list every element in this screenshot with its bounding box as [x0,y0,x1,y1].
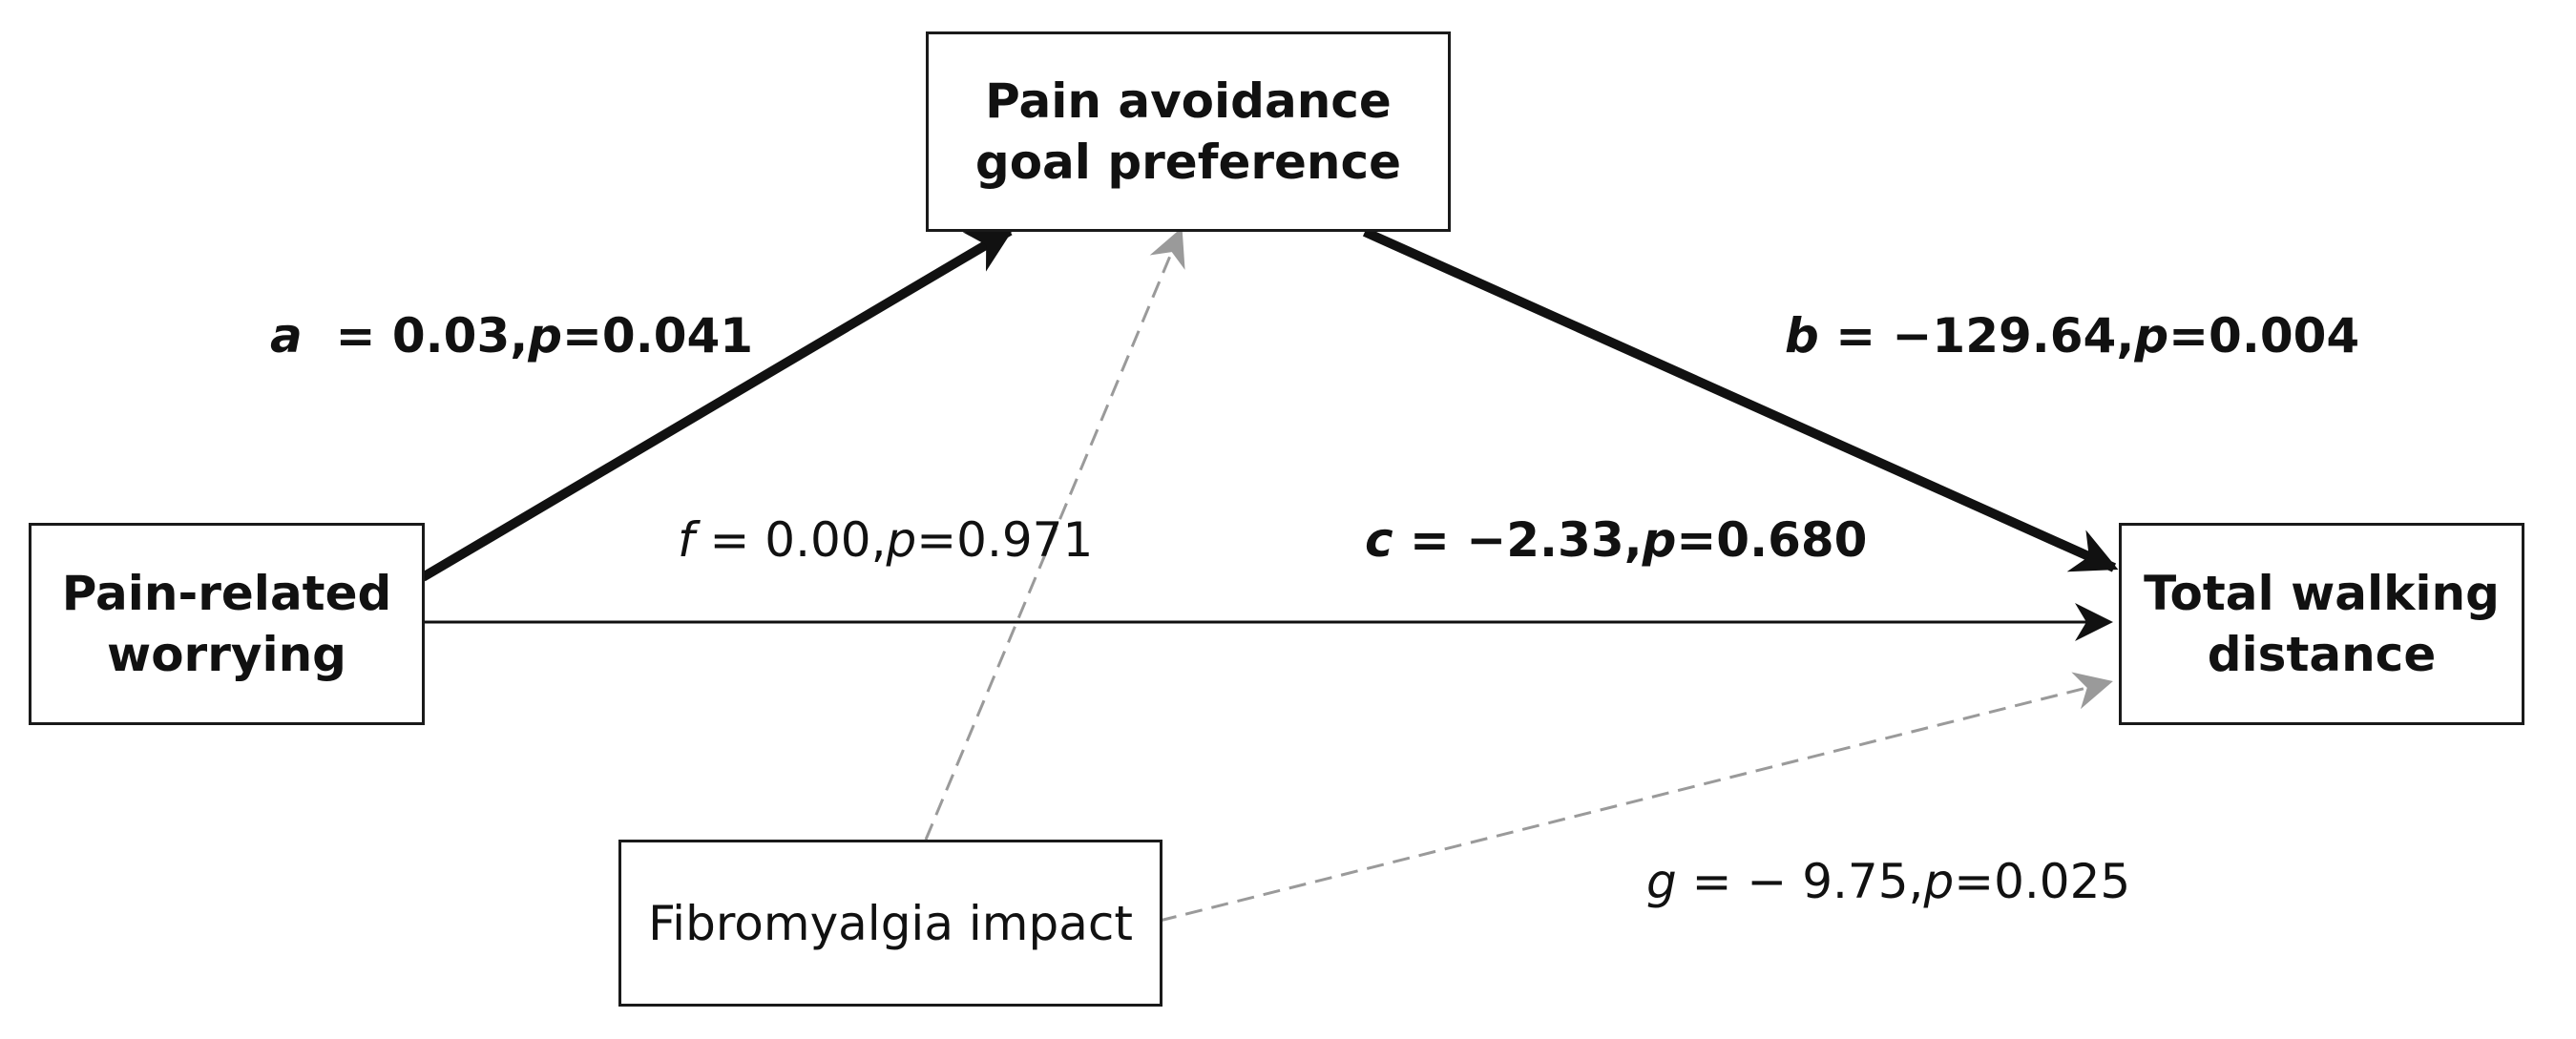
moderator-box: Fibromyalgia impact [618,840,1162,1007]
mediator-box: Pain avoidance goal preference [926,31,1451,232]
path-g-coef: = − 9.75, [1676,854,1924,909]
path-c-symbol: c [1365,512,1393,568]
predictor-line-1: Pain-related [61,566,392,621]
path-b-symbol: b [1785,308,1819,364]
path-c-p: =0.680 [1676,512,1868,568]
path-b-coef: = −129.64, [1818,308,2135,364]
mediator-line-1: Pain avoidance [985,73,1392,129]
path-a-symbol: a [270,308,303,364]
path-f-arrow [924,227,1185,841]
path-b-p-symbol: p [2134,308,2169,364]
path-g-symbol: g [1646,854,1677,909]
path-b-p: =0.004 [2168,308,2360,364]
path-b-label: b = −129.64,p=0.004 [1785,308,2359,364]
outcome-line-2: distance [2207,627,2437,682]
path-f-p-symbol: p [886,512,917,568]
path-f-coef: = 0.00, [694,512,887,568]
path-a-p: =0.041 [562,308,754,364]
path-a-coef: = 0.03, [302,308,529,364]
path-c-label: c = −2.33,p=0.680 [1365,512,1867,568]
path-c-p-symbol: p [1642,512,1677,568]
path-b-arrow [1362,227,2119,572]
predictor-line-2: worrying [107,627,346,682]
path-g-p: =0.025 [1954,854,2131,909]
mediator-line-2: goal preference [974,135,1402,190]
path-a-p-symbol: p [528,308,563,364]
path-a-label: a = 0.03,p=0.041 [270,308,753,364]
path-g-label: g = − 9.75,p=0.025 [1646,854,2130,909]
path-g-arrow [1159,672,2113,923]
path-a-arrow [420,226,1015,582]
path-g-p-symbol: p [1923,854,1955,909]
path-f-label: f = 0.00,p=0.971 [678,512,1093,568]
moderator-line-1: Fibromyalgia impact [648,895,1133,951]
outcome-box: Total walking distance [2119,523,2524,725]
path-f-p: =0.971 [916,512,1094,568]
path-f-symbol: f [678,512,695,568]
predictor-box: Pain-related worrying [29,523,425,725]
path-c-coef: = −2.33, [1393,512,1643,568]
outcome-line-1: Total walking [2144,566,2500,621]
